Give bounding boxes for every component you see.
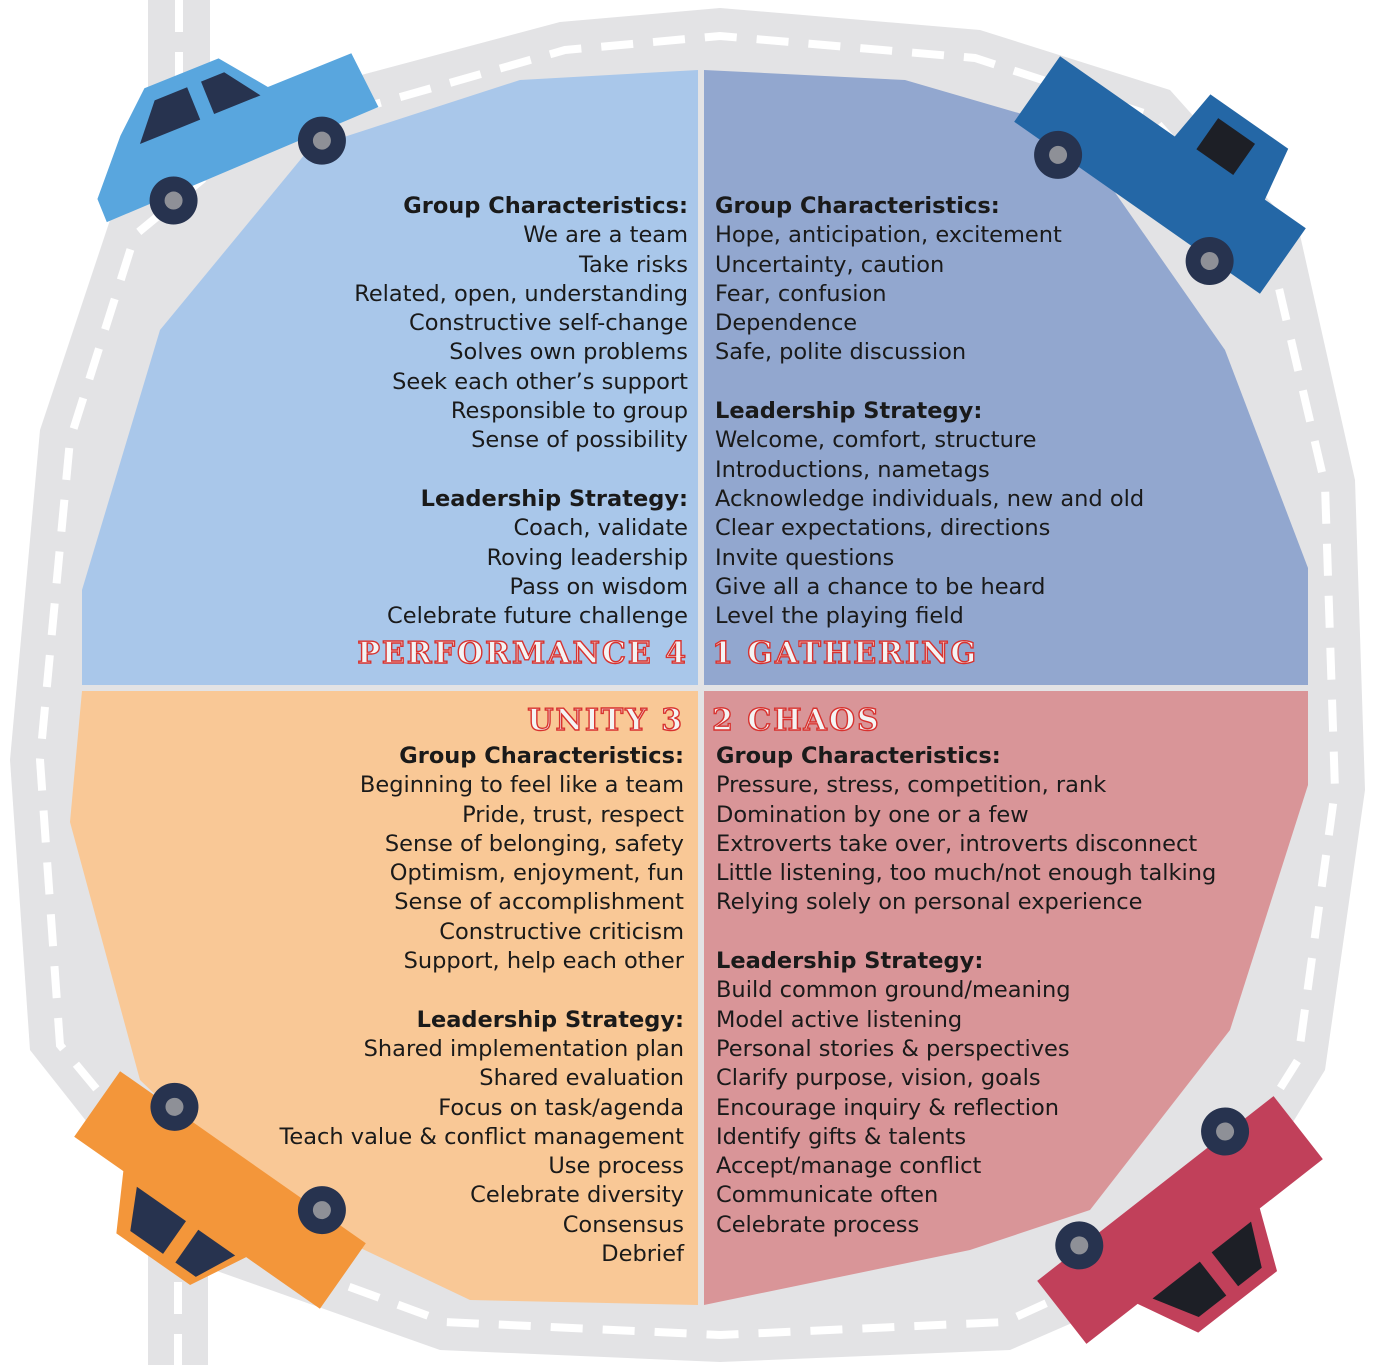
chaos-strategy-item: Identify gifts & talents [716,1123,967,1150]
car-icon [97,53,379,225]
gathering-strategy-item: Introductions, nametags [715,456,990,483]
chaos-strategy-item: Accept/manage conflict [716,1153,982,1180]
gathering-group-item: Uncertainty, caution [715,251,945,278]
gathering-group-item: Safe, polite discussion [715,339,967,366]
unity-strategy-item: Focus on task/agenda [438,1094,684,1121]
unity-group-item: Pride, trust, respect [462,801,684,828]
unity-strategy-item: Shared evaluation [479,1065,684,1092]
performance-title: Performance 4 [357,635,688,671]
performance-group-item: Take risks [578,251,688,278]
gathering-text: Group Characteristics: Hope, anticipation… [715,192,1144,631]
gathering-strategy-item: Clear expectations, directions [715,515,1051,542]
chaos-group-item: Pressure, stress, competition, rank [716,772,1107,799]
gathering-group-item: Fear, confusion [715,280,887,307]
performance-group-item: Related, open, understanding [354,280,688,307]
chaos-strategy-item: Encourage inquiry & reflection [716,1094,1059,1121]
unity-strategy-item: Teach value & conflict management [279,1123,684,1150]
unity-strategy-item: Debrief [601,1241,684,1268]
performance-strategy-heading: Leadership Strategy: [420,485,688,512]
unity-group-item: Optimism, enjoyment, fun [389,860,684,887]
gathering-group-item: Dependence [715,310,858,337]
performance-group-item: Sense of possibility [471,427,688,454]
unity-group-item: Beginning to feel like a team [359,772,684,799]
chaos-group-item: Extroverts take over, introverts disconn… [716,830,1198,857]
unity-strategy-item: Consensus [562,1211,684,1238]
performance-group-item: Seek each other’s support [392,368,688,395]
unity-group-item: Support, help each other [403,948,684,975]
chaos-strategy-item: Personal stories & perspectives [716,1035,1070,1062]
performance-strategy-item: Celebrate future challenge [387,603,688,630]
performance-strategy-item: Roving leadership [486,544,688,571]
performance-group-item: Solves own problems [449,339,688,366]
chaos-quadrant [704,691,1308,1305]
chaos-group-item: Little listening, too much/not enough ta… [716,860,1217,887]
unity-text: Group Characteristics: Beginning to feel … [279,742,684,1269]
car-icon [1037,1096,1323,1344]
performance-quadrant [82,70,698,685]
chaos-strategy-item: Communicate often [716,1182,939,1209]
gathering-quadrant [704,70,1308,685]
chaos-group-item: Domination by one or a few [716,801,1029,828]
performance-group-item: Responsible to group [450,398,688,425]
unity-strategy-item: Shared implementation plan [363,1035,684,1062]
gathering-title: 1 Gathering [711,635,979,671]
gathering-strategy-item: Welcome, comfort, structure [715,427,1037,454]
gathering-strategy-item: Give all a chance to be heard [715,573,1046,600]
performance-group-item: We are a team [523,222,688,249]
gathering-strategy-item: Acknowledge individuals, new and old [715,485,1145,512]
car-icon [1014,56,1306,294]
performance-strategy-item: Pass on wisdom [509,573,688,600]
chaos-group-heading: Group Characteristics: [716,743,1001,769]
gathering-strategy-item: Level the playing field [715,603,964,630]
unity-strategy-item: Use process [548,1153,684,1180]
chaos-strategy-item: Build common ground/meaning [716,977,1071,1004]
chaos-title: 2 Chaos [711,702,881,738]
chaos-strategy-item: Celebrate process [716,1211,920,1238]
gathering-group-heading: Group Characteristics: [715,193,1000,219]
chaos-strategy-heading: Leadership Strategy: [716,948,984,975]
unity-group-item: Constructive criticism [439,918,684,945]
unity-group-heading: Group Characteristics: [399,743,684,769]
chaos-strategy-item: Model active listening [716,1006,963,1033]
chaos-text: Group Characteristics: Pressure, stress, … [716,742,1216,1240]
chaos-strategy-item: Clarify purpose, vision, goals [716,1065,1041,1092]
unity-strategy-heading: Leadership Strategy: [416,1006,684,1033]
performance-group-heading: Group Characteristics: [403,193,688,219]
gathering-strategy-heading: Leadership Strategy: [715,398,983,425]
performance-strategy-item: Coach, validate [513,515,688,542]
unity-title: Unity 3 [527,702,684,738]
car-icon [74,1071,366,1309]
gathering-group-item: Hope, anticipation, excitement [715,222,1062,249]
unity-strategy-item: Celebrate diversity [470,1182,684,1209]
performance-group-item: Constructive self-change [409,310,688,337]
unity-group-item: Sense of belonging, safety [384,830,684,857]
unity-group-item: Sense of accomplishment [394,889,684,916]
chaos-group-item: Relying solely on personal experience [716,889,1143,916]
gathering-strategy-item: Invite questions [715,544,895,571]
